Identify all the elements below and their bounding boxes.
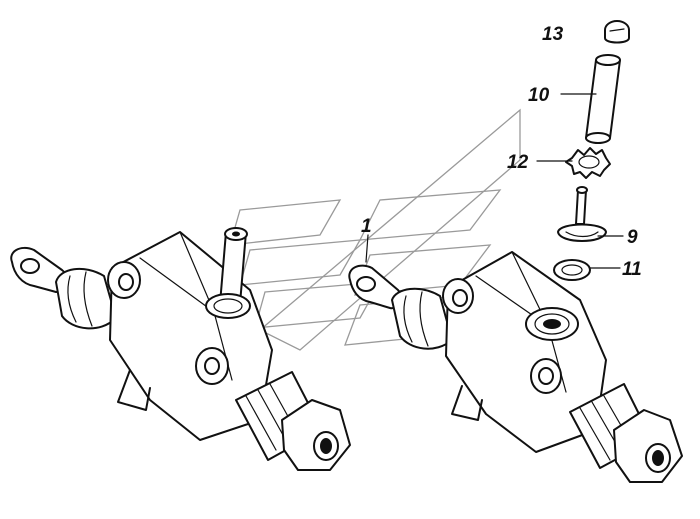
callout-12: 12	[507, 152, 529, 173]
master-cylinder-right	[348, 251, 683, 483]
callout-9: 9	[627, 227, 638, 248]
part-13-cap	[604, 20, 630, 44]
part-12-lock-washer	[565, 147, 611, 179]
part-9-valve	[557, 186, 607, 242]
master-cylinder-left	[10, 227, 351, 471]
part-10-tube	[585, 54, 621, 144]
boot-left	[55, 267, 117, 330]
callout-10: 10	[528, 85, 550, 106]
callout-11: 11	[622, 259, 642, 280]
callout-labels: 13 10 12 9 1 11	[361, 24, 642, 280]
part-11-seal-ring	[553, 259, 591, 281]
callout-13: 13	[542, 24, 564, 45]
leader-lines	[365, 93, 624, 269]
callout-1: 1	[361, 216, 372, 237]
